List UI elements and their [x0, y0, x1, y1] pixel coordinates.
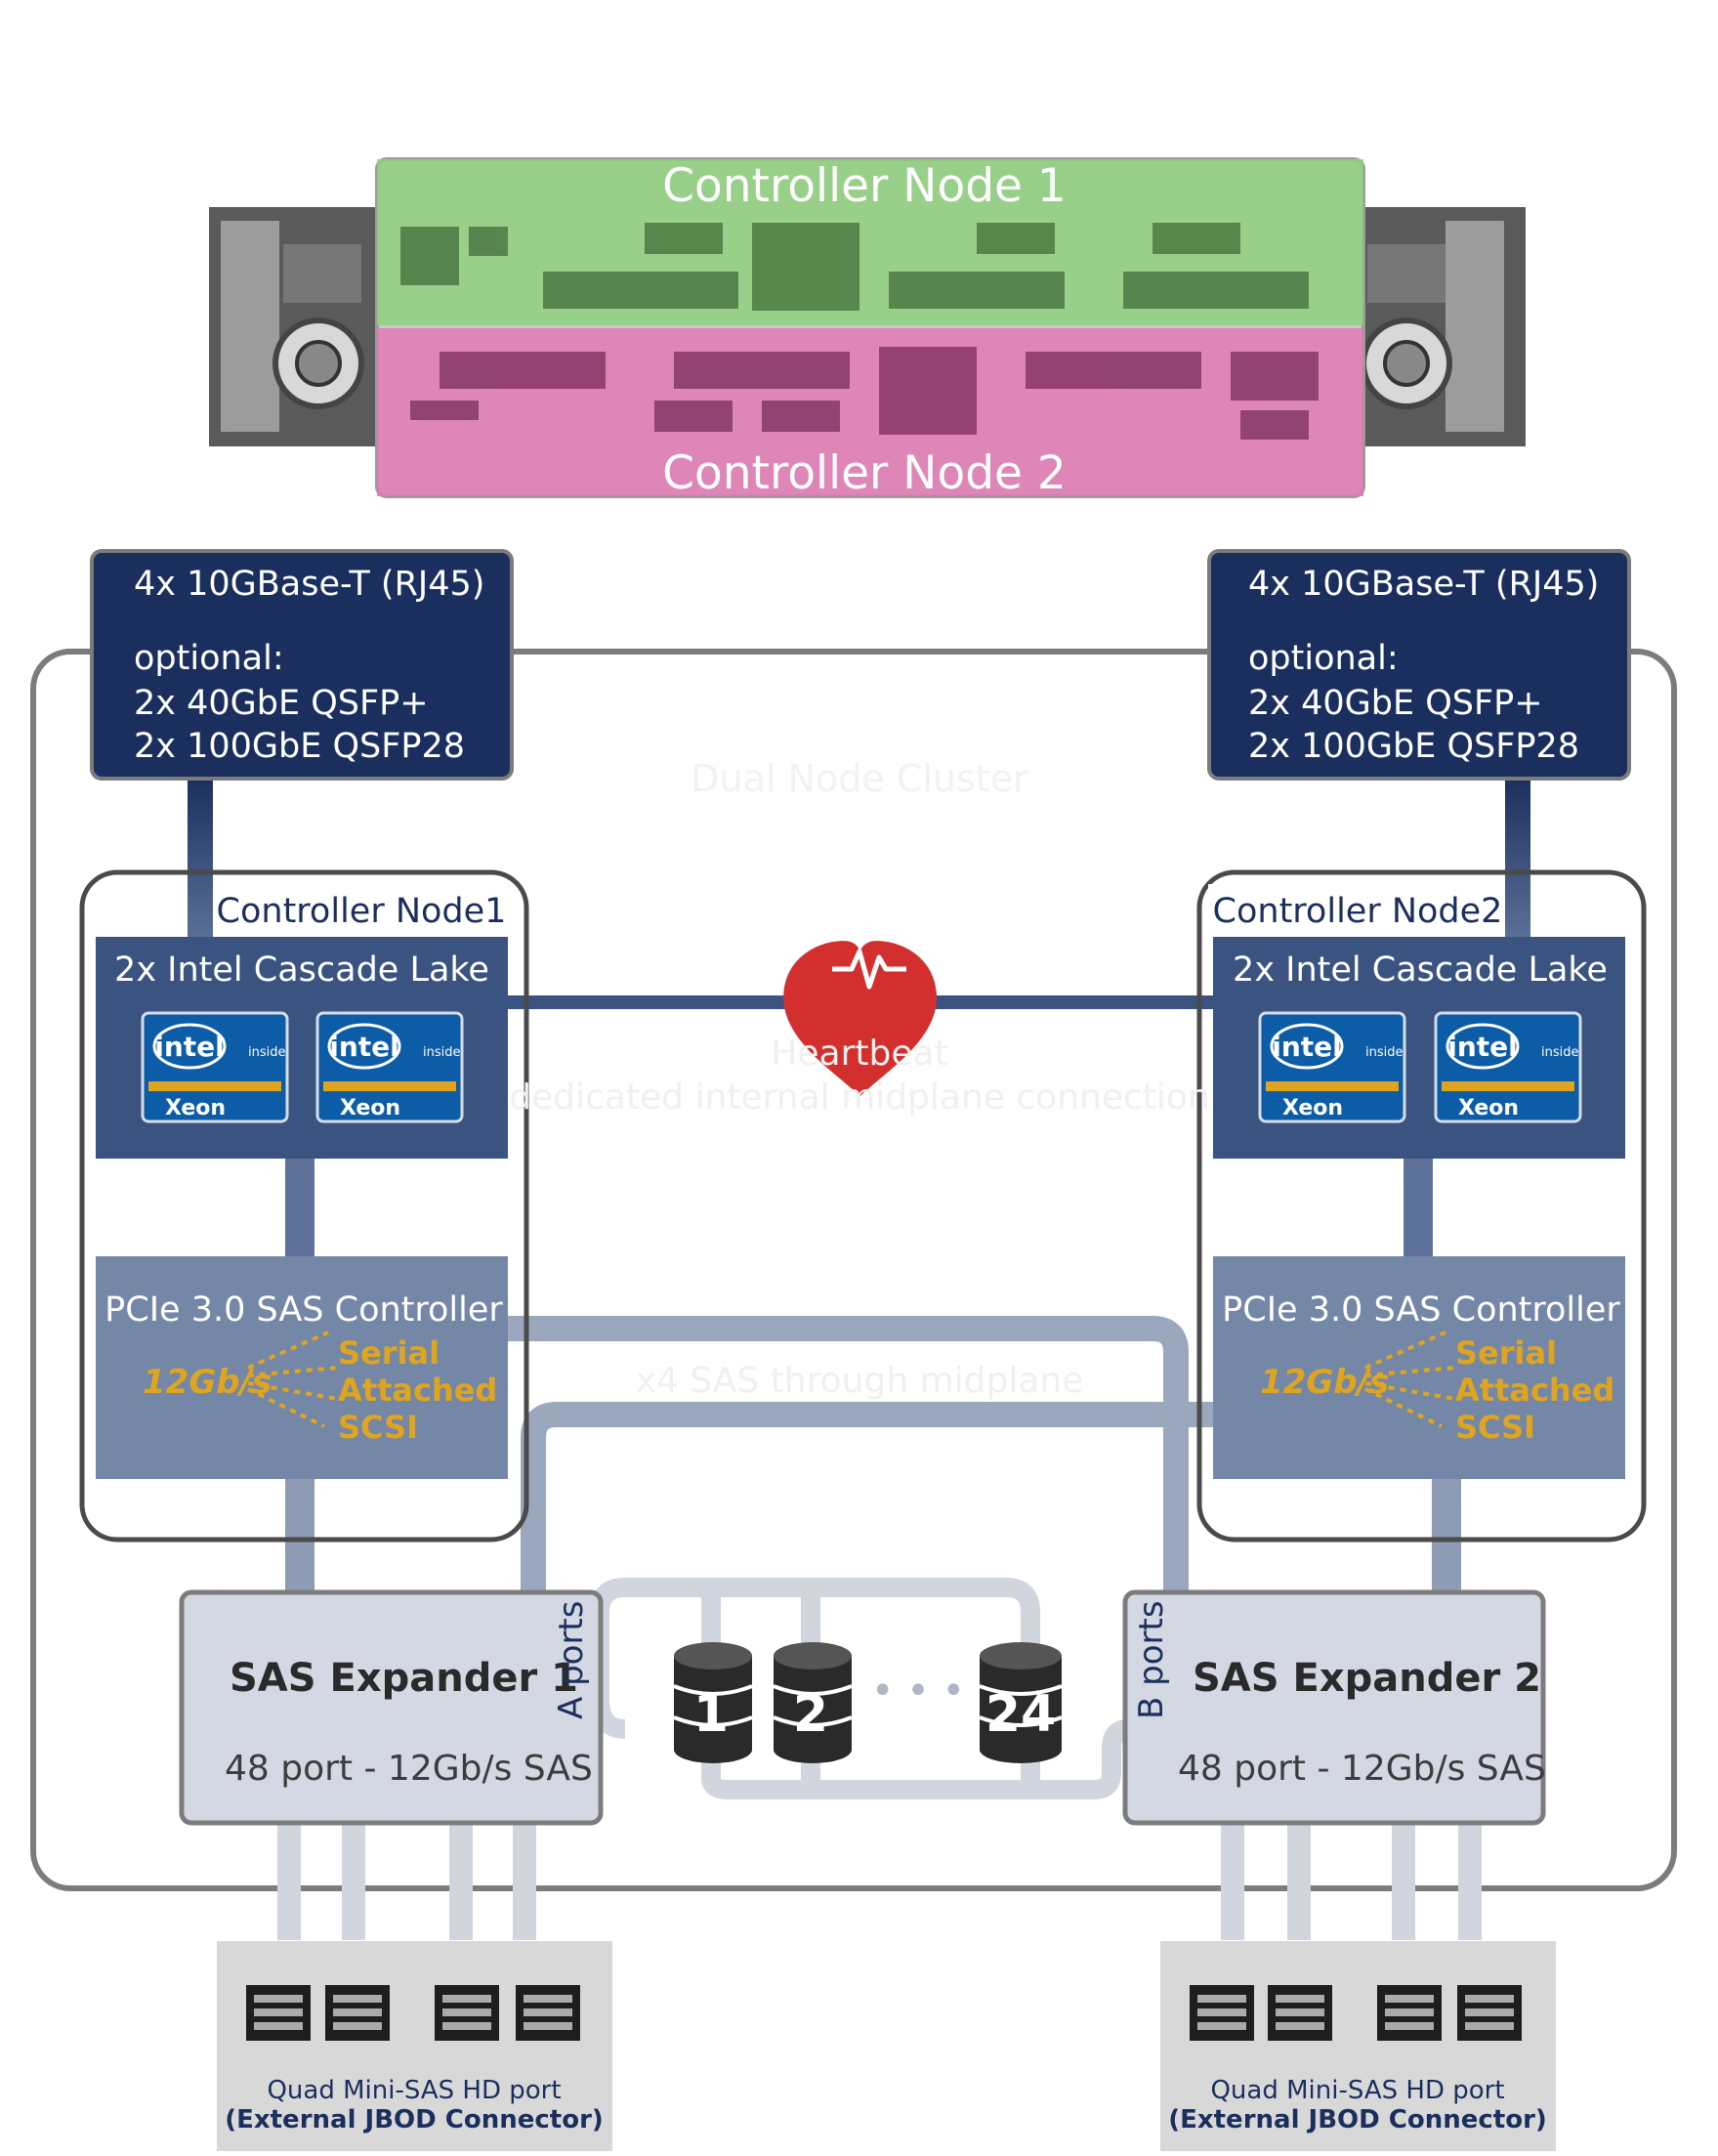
expander-title: SAS Expander 1 [230, 1656, 578, 1701]
svg-text:24: 24 [985, 1685, 1056, 1744]
mini-sas-port-icon [1457, 1985, 1522, 2041]
drive-2-icon: 2 [773, 1642, 853, 1763]
svg-text:Xeon: Xeon [1458, 1096, 1519, 1120]
intel-xeon-badges: intel inside Xeon intel inside Xeon inte… [141, 1011, 1582, 1123]
svg-text:SCSI: SCSI [1455, 1409, 1535, 1446]
node-title: Controller Node2 [1213, 892, 1503, 931]
jbod-line-2: (External JBOD Connector) [225, 2105, 604, 2135]
network-line-2: optional: [1248, 639, 1399, 678]
jbod-connector-1: Quad Mini-SAS HD port (External JBOD Con… [217, 1941, 612, 2151]
svg-text:intel: intel [1447, 1031, 1518, 1063]
server-chassis: Controller Node 1 Controller Node 2 [209, 157, 1526, 500]
sas-controller-box [96, 1256, 508, 1479]
node-title: Controller Node1 [217, 892, 507, 931]
svg-text:Attached: Attached [1455, 1372, 1614, 1409]
network-box-2: 4x 10GBase-T (RJ45) optional: 2x 40GbE Q… [1207, 549, 1631, 781]
node2-label: Controller Node 2 [662, 446, 1067, 500]
expander-sub: 48 port - 12Gb/s SAS [225, 1749, 593, 1789]
network-line-2: optional: [134, 639, 284, 678]
sas-cross-link-1 [504, 1316, 1189, 1592]
expander-title: SAS Expander 2 [1193, 1656, 1541, 1701]
heartbeat-label: Heartbeat [771, 1034, 947, 1074]
svg-text:2: 2 [793, 1685, 828, 1744]
mini-sas-port-icon [246, 1985, 311, 2041]
drive-24-icon: 24 [979, 1642, 1063, 1763]
heartbeat-sub: dedicated internal midplane connection [509, 1078, 1209, 1118]
network-line-1: 4x 10GBase-T (RJ45) [1248, 565, 1599, 604]
jbod-line-1: Quad Mini-SAS HD port [1210, 2076, 1504, 2105]
drives: 1 2 • • • 24 [673, 1642, 1063, 1763]
mini-sas-port-icon [325, 1985, 390, 2041]
svg-text:Xeon: Xeon [165, 1096, 226, 1120]
sas-expander-1: SAS Expander 1 48 port - 12Gb/s SAS A po… [179, 1589, 604, 1826]
svg-text:Xeon: Xeon [340, 1096, 400, 1120]
mini-sas-port-icon [1190, 1985, 1254, 2041]
cluster-label: Dual Node Cluster [691, 757, 1028, 800]
intel-xeon-icon: intel inside Xeon [141, 1011, 289, 1123]
mini-sas-port-icon [516, 1985, 580, 2041]
jbod-line-2: (External JBOD Connector) [1168, 2105, 1547, 2135]
sas-cross-link-2 [521, 1402, 1213, 1592]
svg-text:inside: inside [248, 1045, 286, 1060]
jbod-line-1: Quad Mini-SAS HD port [267, 2076, 561, 2105]
network-line-4: 2x 100GbE QSFP28 [134, 727, 465, 766]
mini-sas-port-icon [1377, 1985, 1442, 2041]
heart-icon [783, 941, 937, 1097]
svg-text:intel: intel [329, 1031, 399, 1063]
sas-controller-label: PCIe 3.0 SAS Controller [1222, 1290, 1620, 1330]
svg-text:inside: inside [1541, 1045, 1579, 1060]
svg-text:1: 1 [693, 1685, 729, 1744]
svg-text:Serial: Serial [1455, 1334, 1557, 1372]
mini-sas-port-icon [1268, 1985, 1332, 2041]
mini-sas-port-icon [435, 1985, 499, 2041]
svg-text:Attached: Attached [338, 1372, 497, 1409]
network-line-4: 2x 100GbE QSFP28 [1248, 727, 1579, 766]
intel-xeon-icon: intel inside Xeon [1258, 1011, 1406, 1123]
sas-controller-box [1213, 1256, 1625, 1479]
sas-logo-icon: 12Gb/s Serial Attached SCSI [1260, 1331, 1614, 1446]
cluster-outline [30, 649, 1677, 1891]
jbod-panel [1160, 1941, 1556, 2151]
sas-controller-label: PCIe 3.0 SAS Controller [105, 1290, 503, 1330]
cpu-label: 2x Intel Cascade Lake [114, 951, 489, 990]
sas-logo-icon: 12Gb/s Serial Attached SCSI [143, 1331, 497, 1446]
svg-text:inside: inside [1365, 1045, 1404, 1060]
heartbeat: Heartbeat dedicated internal midplane co… [509, 941, 1210, 1118]
intel-xeon-icon: intel inside Xeon [1434, 1011, 1582, 1123]
jbod-connector-2: Quad Mini-SAS HD port (External JBOD Con… [1160, 1941, 1556, 2151]
jbod-panel [217, 1941, 612, 2151]
drive-ellipsis: • • • [871, 1669, 965, 1713]
network-box-1: 4x 10GBase-T (RJ45) optional: 2x 40GbE Q… [90, 549, 514, 781]
expander-ports-label: B ports [1132, 1600, 1171, 1719]
expander-sub: 48 port - 12Gb/s SAS [1178, 1749, 1546, 1789]
svg-text:Serial: Serial [338, 1334, 440, 1372]
svg-text:Xeon: Xeon [1282, 1096, 1343, 1120]
svg-text:inside: inside [423, 1045, 461, 1060]
network-line-3: 2x 40GbE QSFP+ [134, 684, 429, 723]
svg-text:intel: intel [154, 1031, 225, 1063]
node1-label: Controller Node 1 [662, 159, 1067, 213]
network-line-1: 4x 10GBase-T (RJ45) [134, 565, 484, 604]
sas-link-label: x4 SAS through midplane [636, 1361, 1084, 1401]
svg-text:SCSI: SCSI [338, 1409, 418, 1446]
cpu-label: 2x Intel Cascade Lake [1233, 951, 1608, 990]
node-outline [1196, 869, 1647, 1543]
svg-text:intel: intel [1272, 1031, 1342, 1063]
node-outline [79, 869, 529, 1543]
expander-ports-label: A ports [552, 1601, 591, 1719]
network-line-3: 2x 40GbE QSFP+ [1248, 684, 1543, 723]
drive-1-icon: 1 [673, 1642, 753, 1763]
sas-expander-2: SAS Expander 2 48 port - 12Gb/s SAS B po… [1122, 1589, 1546, 1826]
intel-xeon-icon: intel inside Xeon [315, 1011, 464, 1123]
